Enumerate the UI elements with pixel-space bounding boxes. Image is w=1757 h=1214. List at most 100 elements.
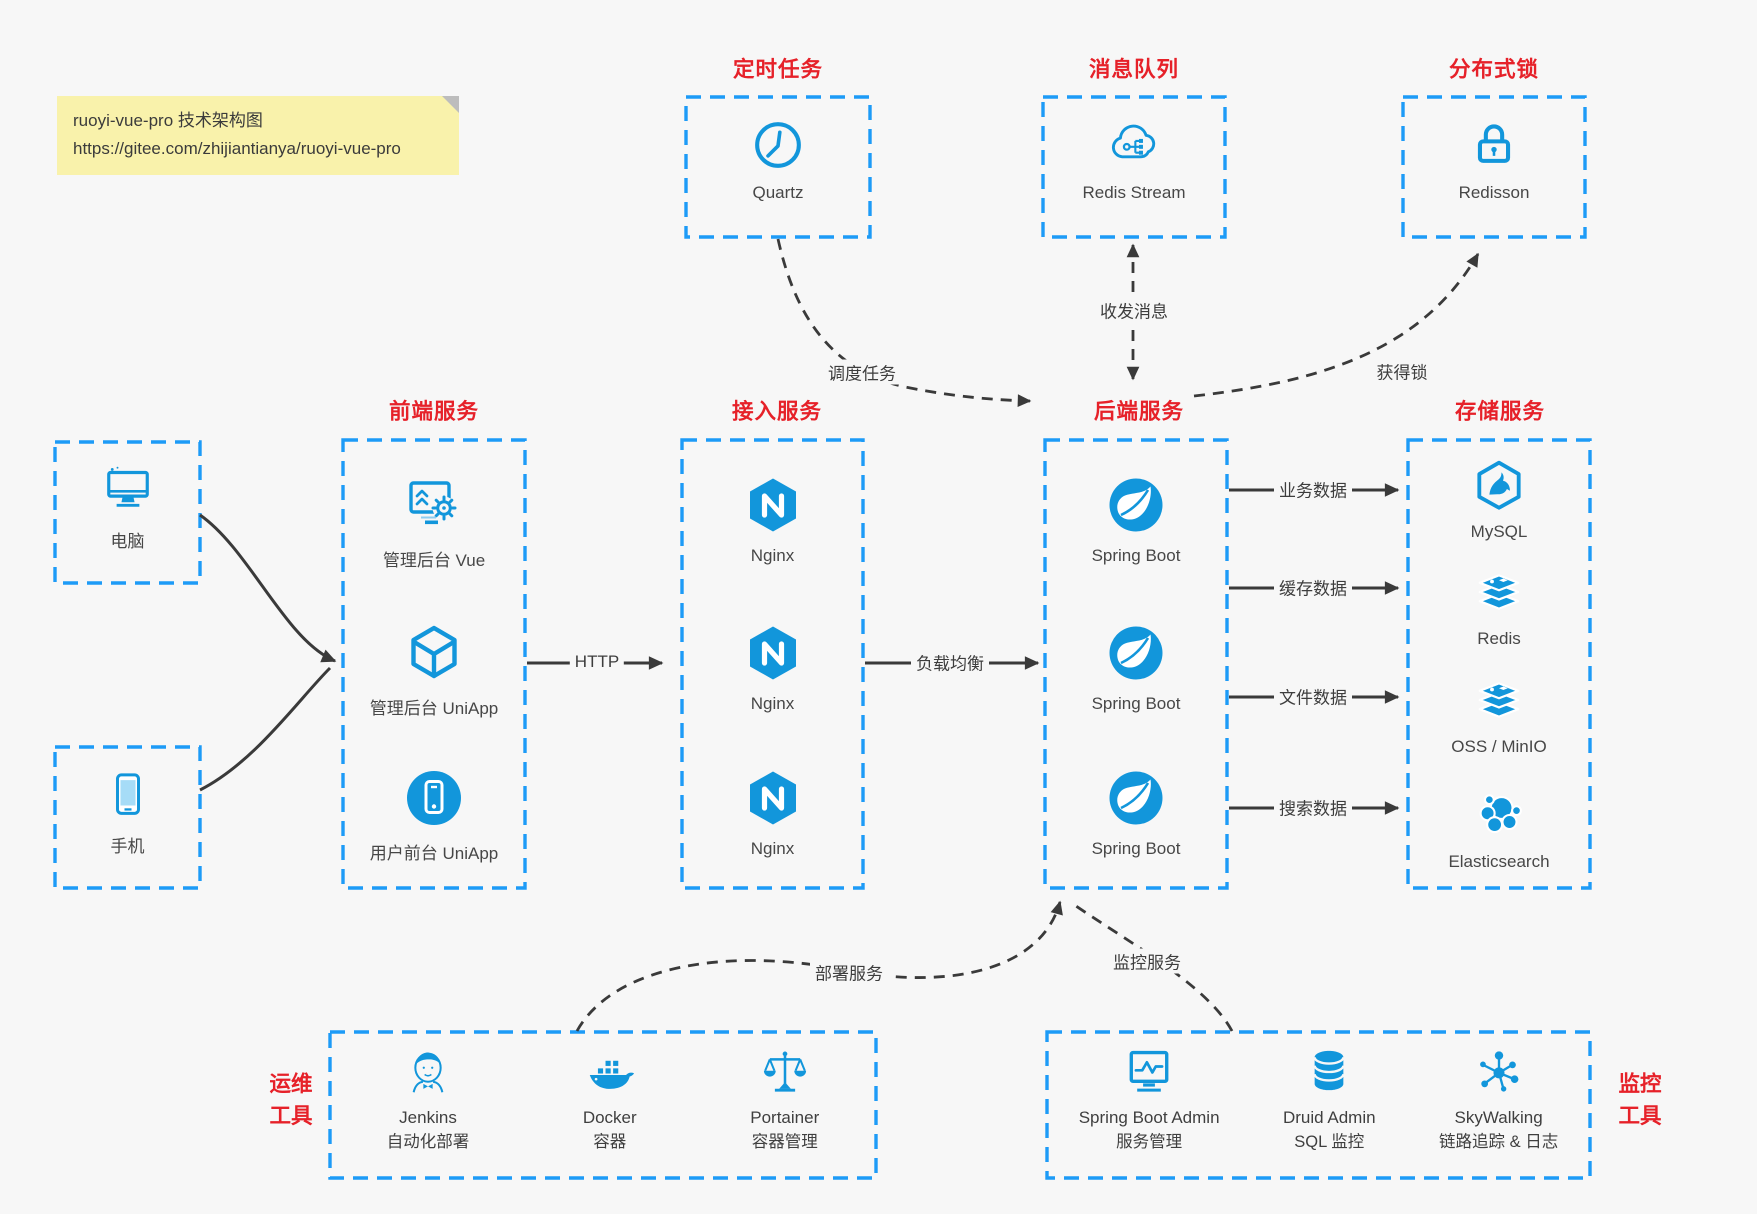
sticky-note: ruoyi-vue-pro 技术架构图 https://gitee.com/zh… <box>57 96 459 176</box>
column-storage: MySQL Redis <box>1408 440 1590 888</box>
admin-vue-label: 管理后台 Vue <box>382 551 486 570</box>
edge-label-file-data: 文件数据 <box>1274 683 1352 709</box>
arrow-phone-to-frontend <box>199 666 332 792</box>
box-monitor-tools <box>1045 1030 1592 1180</box>
jenkins-label: Jenkins <box>399 1108 457 1127</box>
group-client-phone: 手机 <box>55 747 200 888</box>
box-message-queue <box>1041 95 1227 239</box>
edge-label-deploy: 部署服务 <box>810 959 888 985</box>
redisson-label: Redisson <box>1458 183 1530 202</box>
admin-vue-icon <box>409 481 457 525</box>
arrow-monitor <box>1075 904 1234 1032</box>
title-scheduled-tasks: 定时任务 <box>732 57 824 82</box>
docker-label: Docker <box>582 1108 637 1127</box>
nginx-icon <box>749 478 796 532</box>
edge-label-messages: 收发消息 <box>1095 297 1173 323</box>
ops-item-jenkins: Jenkins 自动化部署 <box>387 1045 469 1155</box>
portainer-sublabel: 容器管理 <box>751 1132 818 1151</box>
arrow-acquire-lock <box>1193 252 1480 398</box>
oss-minio-label: OSS / MinIO <box>1451 737 1547 756</box>
user-uniapp-label: 用户前台 UniApp <box>369 844 499 863</box>
elasticsearch-label: Elasticsearch <box>1448 852 1550 871</box>
title-message-queue: 消息队列 <box>1088 57 1180 82</box>
spring-boot-label: Spring Boot <box>1091 694 1181 713</box>
monitor-item-sba: Spring Boot Admin 服务管理 <box>1079 1045 1220 1155</box>
box-scheduled-tasks <box>684 95 872 239</box>
elasticsearch-icon <box>1479 794 1522 834</box>
druid-label: Druid Admin <box>1282 1108 1376 1127</box>
edge-label-monitor: 监控服务 <box>1108 948 1186 974</box>
nginx-icon <box>749 771 796 825</box>
edge-label-cache-data: 缓存数据 <box>1274 574 1352 600</box>
pc-label: 电脑 <box>110 532 145 551</box>
nginx-icon <box>749 626 796 680</box>
edge-label-schedule: 调度任务 <box>823 359 901 385</box>
column-frontend: 管理后台 Vue 管理后台 UniApp 用户前台 UniApp <box>343 440 525 888</box>
phone-icon <box>115 773 140 815</box>
docker-sublabel: 容器 <box>593 1132 627 1151</box>
arrow-schedule <box>776 238 1032 407</box>
nginx-label: Nginx <box>750 694 795 713</box>
clock-icon <box>755 122 801 168</box>
edge-label-http: HTTP <box>569 652 625 672</box>
edge-label-biz-data: 业务数据 <box>1274 476 1352 502</box>
title-storage: 存储服务 <box>1454 399 1546 424</box>
box-backend <box>1043 438 1229 890</box>
group-ops-tools: Jenkins 自动化部署 Docker 容器 <box>330 1032 876 1178</box>
column-backend: Spring Boot Spring Boot Spring Boot <box>1045 440 1227 888</box>
box-ops-tools <box>328 1030 878 1180</box>
skywalking-icon <box>1479 1051 1519 1092</box>
cube-icon <box>411 625 457 679</box>
druid-sublabel: SQL 监控 <box>1294 1132 1365 1151</box>
admin-uniapp-label: 管理后台 UniApp <box>369 699 499 718</box>
title-backend: 后端服务 <box>1093 399 1185 424</box>
box-storage <box>1406 438 1592 890</box>
jenkins-icon <box>412 1052 444 1093</box>
quartz-label: Quartz <box>752 183 804 202</box>
skywalking-sublabel: 链路追踪 & 日志 <box>1439 1132 1559 1151</box>
portainer-icon <box>763 1051 806 1092</box>
group-quartz: Quartz <box>686 97 870 237</box>
druid-icon <box>1313 1050 1345 1091</box>
spring-icon <box>1109 626 1163 680</box>
box-client-phone <box>53 745 202 890</box>
spring-boot-label: Spring Boot <box>1091 546 1181 565</box>
title-frontend: 前端服务 <box>388 399 480 424</box>
redis-stream-label: Redis Stream <box>1082 183 1186 202</box>
arrow-pc-to-frontend <box>199 513 337 663</box>
nginx-label: Nginx <box>750 839 795 858</box>
edge-label-load-balance: 负载均衡 <box>911 649 989 675</box>
oss-icon <box>1478 682 1520 718</box>
sba-label: Spring Boot Admin <box>1078 1108 1220 1127</box>
column-gateway: Nginx Nginx Nginx <box>682 440 863 888</box>
monitor-item-druid: Druid Admin SQL 监控 <box>1283 1045 1376 1155</box>
note-title: ruoyi-vue-pro 技术架构图 <box>73 111 263 130</box>
ops-item-docker: Docker 容器 <box>583 1045 637 1155</box>
title-ops-tools: 运维 工具 <box>269 1071 313 1128</box>
edge-label-search-data: 搜索数据 <box>1274 794 1352 820</box>
mysql-label: MySQL <box>1470 522 1528 541</box>
title-gateway: 接入服务 <box>731 399 823 424</box>
monitor-item-skywalking: SkyWalking 链路追踪 & 日志 <box>1439 1045 1558 1155</box>
redis-label: Redis <box>1477 629 1521 648</box>
box-distributed-lock <box>1401 95 1587 239</box>
edge-label-acquire-lock: 获得锁 <box>1371 358 1433 384</box>
sba-sublabel: 服务管理 <box>1116 1132 1183 1151</box>
docker-icon <box>589 1059 634 1089</box>
lock-icon <box>1477 124 1511 163</box>
mq-cloud-icon <box>1111 124 1156 159</box>
box-client-pc <box>53 440 202 585</box>
nginx-label: Nginx <box>750 546 795 565</box>
springbootadmin-icon <box>1129 1050 1169 1092</box>
portainer-label: Portainer <box>750 1108 820 1127</box>
spring-icon <box>1109 478 1163 532</box>
skywalking-label: SkyWalking <box>1454 1108 1543 1127</box>
title-distributed-lock: 分布式锁 <box>1448 57 1540 82</box>
group-redis-stream: Redis Stream <box>1043 97 1225 237</box>
phone-label: 手机 <box>110 837 145 856</box>
group-redisson: Redisson <box>1403 97 1585 237</box>
box-frontend <box>341 438 527 890</box>
mobile-app-icon <box>407 771 461 825</box>
group-client-pc: 电脑 <box>55 442 200 583</box>
